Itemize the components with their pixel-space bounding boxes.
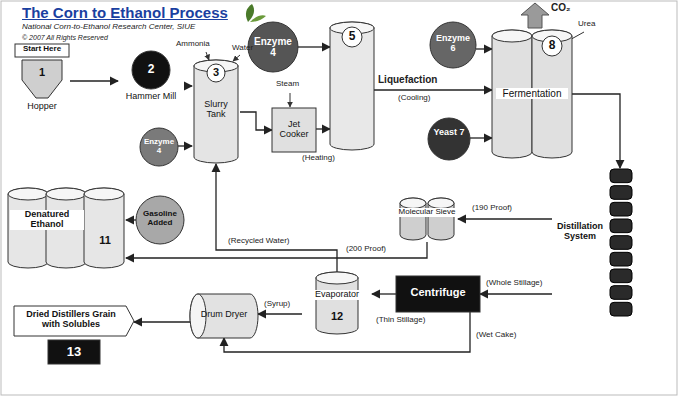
process-unit: Yeast 7: [428, 118, 470, 160]
unit-text: Hammer Mill: [118, 92, 184, 102]
unit-text: 13: [48, 345, 100, 359]
flow-label: (Heating): [300, 154, 337, 163]
process-unit: Dried Distillers Grain with Solubles 13: [14, 306, 134, 366]
flow-label: (Thin Stillage): [374, 316, 427, 325]
water-inlet: [233, 55, 240, 61]
unit-label: Molecular Sieve: [398, 208, 456, 217]
annotation-label: Water: [232, 44, 253, 53]
unit-label: 5: [334, 30, 370, 43]
unit-label: Enzyme 6: [434, 34, 472, 54]
unit-text: 1: [22, 66, 62, 78]
process-unit: Centrifuge: [396, 276, 480, 312]
process-unit: 5: [330, 22, 374, 150]
process-unit: Distillation System: [552, 168, 638, 318]
flow-arrow: [240, 112, 272, 130]
process-unit: Enzyme 4: [248, 22, 298, 72]
unit-text: Fermentation: [496, 88, 568, 99]
process-unit: Denatured Ethanol 11: [8, 184, 126, 270]
unit-shape: [302, 272, 372, 334]
annotation-label: © 2007 All Rights Reserved: [22, 34, 108, 42]
unit-label: 2: [131, 63, 171, 76]
flow-arrow: [458, 218, 552, 219]
process-unit: Evaporator 12: [302, 272, 372, 334]
unit-text: 11: [88, 234, 122, 246]
flow-arrow: [70, 80, 118, 81]
unit-text: Hopper: [14, 102, 70, 112]
diagram-title: The Corn to Ethanol Process: [22, 4, 228, 21]
process-unit: Molecular Sieve: [396, 196, 458, 242]
process-unit: Start Here 1Hopper: [14, 44, 70, 124]
flow-arrow: [134, 321, 190, 322]
unit-shape: [14, 44, 70, 124]
flow-arrow: [476, 48, 492, 49]
flow-label: (Cooling): [396, 94, 432, 103]
flow-label: (190 Proof): [470, 204, 514, 213]
process-unit: Gasoline Added: [136, 196, 184, 244]
flow-arrow: [374, 89, 492, 90]
unit-label: Centrifuge: [396, 286, 480, 298]
flow-arrow: [258, 313, 302, 314]
unit-label: Dried Distillers Grain with Solubles: [18, 310, 124, 330]
unit-label: Distillation System: [552, 222, 608, 242]
unit-label: Gasoline Added: [138, 210, 182, 228]
unit-label: Drum Dryer: [196, 310, 252, 320]
process-unit: Jet Cooker: [272, 108, 316, 152]
unit-text: Slurry Tank: [194, 100, 238, 120]
ammonia-inlet: [206, 52, 209, 60]
flow-arrow: [372, 293, 396, 294]
unit-label: Enzyme 4: [142, 138, 176, 156]
unit-shape: [552, 168, 638, 318]
process-unit: Enzyme 6: [430, 22, 476, 68]
flow-arrow: [126, 219, 136, 220]
steam-inlet: [290, 93, 291, 107]
flow-label: (Whole Stillage): [484, 279, 544, 288]
flow-arrow: [470, 137, 492, 138]
co2-arrow: [521, 3, 549, 28]
flow-label: (200 Proof): [344, 245, 388, 254]
flow-arrow: [316, 128, 330, 129]
process-unit: Enzyme 4: [140, 128, 178, 166]
unit-text: 12: [316, 310, 358, 322]
corn-icon: [246, 4, 266, 22]
annotation-label: Liquefaction: [378, 74, 437, 85]
process-unit: 8Fermentation: [492, 30, 572, 158]
flow-arrow: [572, 94, 620, 168]
flow-arrow: [480, 293, 552, 294]
unit-shape: [428, 118, 470, 160]
annotation-label: Ammonia: [176, 40, 210, 49]
flow-arrow: [178, 145, 192, 146]
annotation-label: Steam: [276, 80, 299, 89]
process-unit: 2Hammer Mill: [118, 50, 184, 112]
flow-arrow: [298, 46, 330, 47]
flow-label: (Recycled Water): [226, 237, 292, 246]
unit-label: 3: [196, 66, 236, 78]
unit-shape: [118, 50, 184, 112]
unit-shape: [396, 196, 458, 242]
annotation-label: Urea: [578, 20, 595, 29]
flow-arrow: [184, 85, 192, 86]
annotation-label: National Corn-to-Ethanol Research Center…: [22, 23, 195, 32]
unit-label: Yeast 7: [431, 128, 467, 138]
unit-label: Jet Cooker: [274, 120, 314, 140]
process-unit: 3Slurry Tank: [192, 60, 240, 164]
unit-label: Start Here: [14, 45, 70, 54]
unit-label: 8: [534, 39, 570, 52]
unit-label: Enzyme 4: [253, 36, 293, 58]
unit-label: Denatured Ethanol: [10, 210, 84, 230]
unit-label: Evaporator: [306, 290, 368, 300]
flow-arrow: [216, 164, 337, 272]
flow-label: (Wet Cake): [474, 331, 518, 340]
annotation-label: CO₂: [551, 2, 570, 13]
flow-label: (Syrup): [262, 300, 292, 309]
process-unit: Drum Dryer: [190, 294, 258, 338]
